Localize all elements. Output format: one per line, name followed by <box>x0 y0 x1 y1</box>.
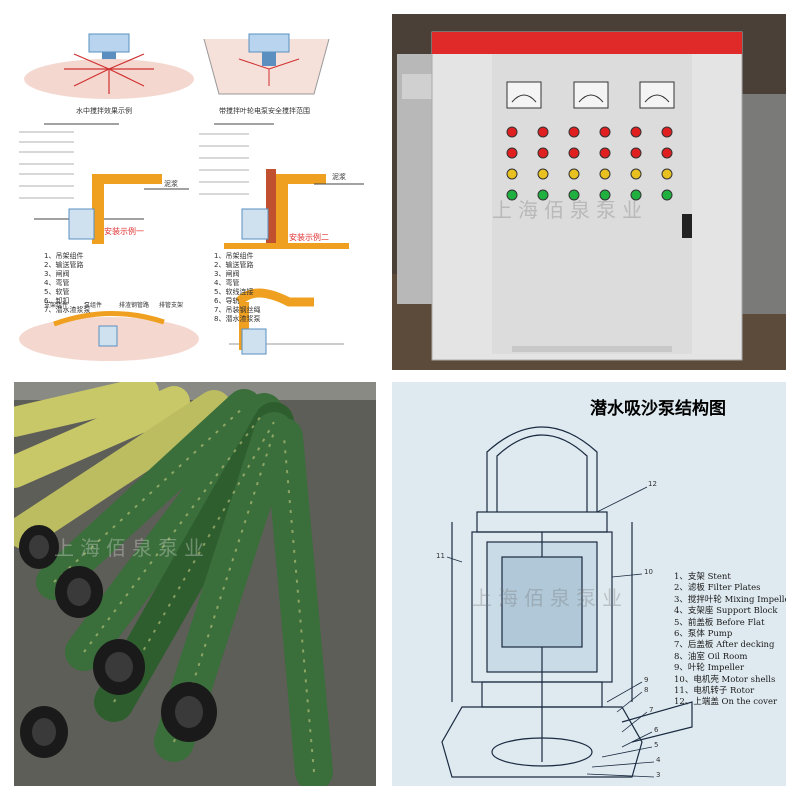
bottom-label-2: 泵组件 <box>84 302 103 309</box>
installation-example-one <box>19 123 189 244</box>
mixing-effect-figure <box>24 33 194 99</box>
panel-button <box>661 189 673 201</box>
legend-item-5: 5、前盖板 Before Flat <box>674 617 765 628</box>
meter-group <box>506 81 675 109</box>
legend-item-4: 4、支架座 Support Block <box>674 606 778 617</box>
panel-button <box>661 147 673 159</box>
legend-item-10: 10、电机壳 Motor shells <box>674 674 776 685</box>
callout-10: 10 <box>644 568 653 576</box>
legend-right: 1、吊架组件 2、输送管路 3、闸阀 4、弯管 5、软线连接 6、导轨 7、吊装… <box>214 252 261 323</box>
panel-button <box>661 168 673 180</box>
pump-structure-drawing <box>392 382 786 786</box>
control-cabinet-drawing <box>392 14 786 370</box>
example-one-label: 安装示例一 <box>104 227 144 236</box>
caption-mixing-effect: 水中搅拌效果示例 <box>76 107 132 115</box>
hose-watermark: 上海佰泉泵业 <box>54 536 210 560</box>
callout-4: 4 <box>656 756 661 764</box>
callout-11: 11 <box>436 552 445 560</box>
bottom-installation-figures <box>19 288 344 361</box>
legend-left: 1、吊架组件 2、输送管路 3、闸阀 4、弯管 5、软管 6、卸扣 7、潜水渣浆… <box>44 252 91 314</box>
callout-8: 8 <box>644 686 649 694</box>
panel-button <box>506 189 518 201</box>
panel-button <box>568 168 580 180</box>
panel-button <box>537 189 549 201</box>
legend-item-1: 1、支架 Stent <box>674 572 731 582</box>
pump-structure-diagram: 潜水吸沙泵结构图 上海佰泉泵业 12 11 10 9 8 7 6 5 4 3 1… <box>392 382 786 786</box>
pump-parts-legend: 1、支架 Stent 2、滤板 Filter Plates 3、搅拌叶轮 Mix… <box>674 572 786 709</box>
panel-button <box>630 189 642 201</box>
caption-safe-range: 带搅拌叶轮电泵安全搅拌范围 <box>219 107 310 115</box>
installation-diagram-panel: 水中搅拌效果示例 带搅拌叶轮电泵安全搅拌范围 泥浆 泥浆 安装示例一 安装示例二… <box>14 14 376 370</box>
control-cabinet-photo: 上海佰泉泵业 <box>392 14 786 370</box>
safe-range-figure <box>203 33 330 95</box>
panel-button <box>537 126 549 138</box>
panel-button <box>599 126 611 138</box>
panel-button <box>568 189 580 201</box>
callout-12: 12 <box>648 480 657 488</box>
callout-7: 7 <box>649 706 654 714</box>
legend-item-11: 11、电机转子 Rotor <box>674 686 755 697</box>
panel-button <box>630 126 642 138</box>
panel-button <box>568 126 580 138</box>
mud-label-one: 泥浆 <box>164 180 178 188</box>
legend-item-9: 9、叶轮 Impeller <box>674 663 745 674</box>
panel-button <box>661 126 673 138</box>
panel-button <box>630 147 642 159</box>
mud-label-two: 泥浆 <box>332 173 346 181</box>
hose-photo: 上海佰泉泵业 <box>14 382 376 786</box>
callout-5: 5 <box>654 741 659 749</box>
panel-button <box>537 168 549 180</box>
bottom-label-1: 支架组件 <box>44 302 69 309</box>
callout-6: 6 <box>654 726 659 734</box>
bottom-label-3: 排渣钢管路 <box>119 302 150 309</box>
panel-button <box>599 168 611 180</box>
legend-item-3: 3、搅拌叶轮 Mixing Impeller <box>674 594 786 605</box>
callout-3: 3 <box>656 771 661 779</box>
panel-button <box>506 126 518 138</box>
panel-button <box>599 189 611 201</box>
installation-example-two <box>199 123 364 249</box>
panel-button <box>599 147 611 159</box>
bottom-label-4: 排管支架 <box>159 302 184 309</box>
cabinet-watermark: 上海佰泉泵业 <box>492 198 648 222</box>
hose-drawing <box>14 382 376 786</box>
legend-item-7: 7、后盖板 After decking <box>674 640 775 651</box>
button-grid <box>506 126 673 201</box>
pump-watermark: 上海佰泉泵业 <box>472 586 628 610</box>
pump-diagram-title: 潜水吸沙泵结构图 <box>590 399 726 419</box>
panel-button <box>537 147 549 159</box>
panel-button <box>506 147 518 159</box>
legend-item-6: 6、泵体 Pump <box>674 629 733 640</box>
panel-button <box>506 168 518 180</box>
example-two-label: 安装示例二 <box>289 233 329 242</box>
installation-diagram-drawing <box>19 33 364 361</box>
legend-item-2: 2、滤板 Filter Plates <box>674 583 761 594</box>
panel-button <box>630 168 642 180</box>
legend-item-8: 8、油室 Oil Room <box>674 651 748 662</box>
panel-button <box>568 147 580 159</box>
legend-item-12: 12、上端盖 On the cover <box>674 697 778 708</box>
callout-9: 9 <box>644 676 649 684</box>
